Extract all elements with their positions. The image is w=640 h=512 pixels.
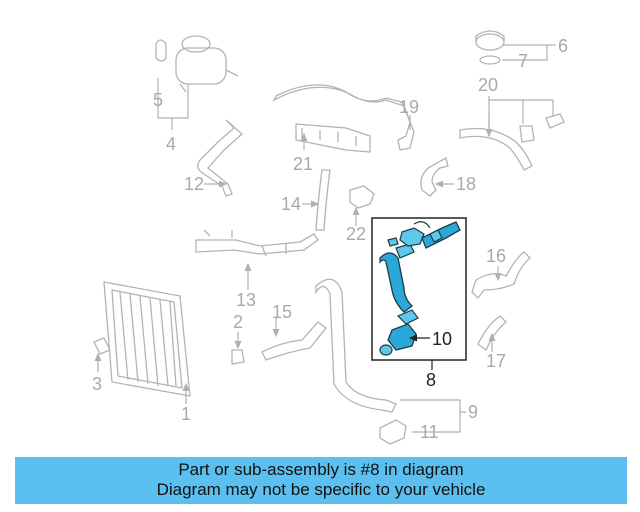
banner-line-2: Diagram may not be specific to your vehi… <box>156 480 486 499</box>
harness-13 <box>195 233 319 255</box>
callout-19: 19 <box>399 97 419 117</box>
leader-9-11 <box>400 399 461 433</box>
hose-9 <box>315 278 397 413</box>
callout-13: 13 <box>236 290 256 310</box>
callout-17: 17 <box>486 351 506 371</box>
callout-21: 21 <box>293 154 313 174</box>
callout-4: 4 <box>166 134 176 154</box>
cap-6 <box>475 30 505 51</box>
pipe-19 <box>272 84 415 151</box>
callout-18: 18 <box>456 174 476 194</box>
callout-6: 6 <box>558 36 568 56</box>
bolt-2 <box>231 349 245 365</box>
callout-14: 14 <box>281 194 301 214</box>
callout-2: 2 <box>233 312 243 332</box>
pipe-14 <box>315 169 331 231</box>
seal-7 <box>479 55 501 65</box>
fitting-22 <box>349 185 375 209</box>
bracket-21 <box>295 123 371 153</box>
leader-4-5 <box>157 78 189 119</box>
callout-9: 9 <box>468 402 478 422</box>
callout-20: 20 <box>478 75 498 95</box>
leader-20 <box>488 96 554 134</box>
banner-line-1: Part or sub-assembly is #8 in diagram <box>178 460 464 479</box>
callout-12: 12 <box>184 174 204 194</box>
callout-16: 16 <box>486 246 506 266</box>
callout-5: 5 <box>153 90 163 110</box>
harness-clips-13 <box>203 229 287 257</box>
leader-6-7 <box>502 44 548 61</box>
fitting-20a <box>519 125 535 143</box>
callout-7: 7 <box>518 51 528 71</box>
reservoir-cap-5 <box>155 39 167 62</box>
hose-18 <box>420 157 449 197</box>
callout-10: 10 <box>432 329 452 349</box>
fitting-20b <box>545 113 565 129</box>
callout-3: 3 <box>92 374 102 394</box>
hose-12 <box>197 119 243 197</box>
callout-11: 11 <box>420 422 439 442</box>
fitting-11 <box>379 419 407 445</box>
info-banner: Part or sub-assembly is #8 in diagram Di… <box>15 457 627 504</box>
hose-20 <box>459 127 533 171</box>
coolant-reservoir <box>175 35 239 93</box>
coolant-hose-assembly-8 <box>379 221 461 356</box>
callout-8: 8 <box>426 370 436 390</box>
callout-15: 15 <box>272 302 292 322</box>
callout-22: 22 <box>346 224 366 244</box>
parts-diagram: 5 4 6 7 20 19 21 12 18 14 22 16 13 15 2 … <box>92 30 568 445</box>
callout-1: 1 <box>181 404 191 424</box>
hose-15 <box>261 321 327 361</box>
bracket-3 <box>93 337 111 355</box>
radiator-1 <box>103 281 191 397</box>
